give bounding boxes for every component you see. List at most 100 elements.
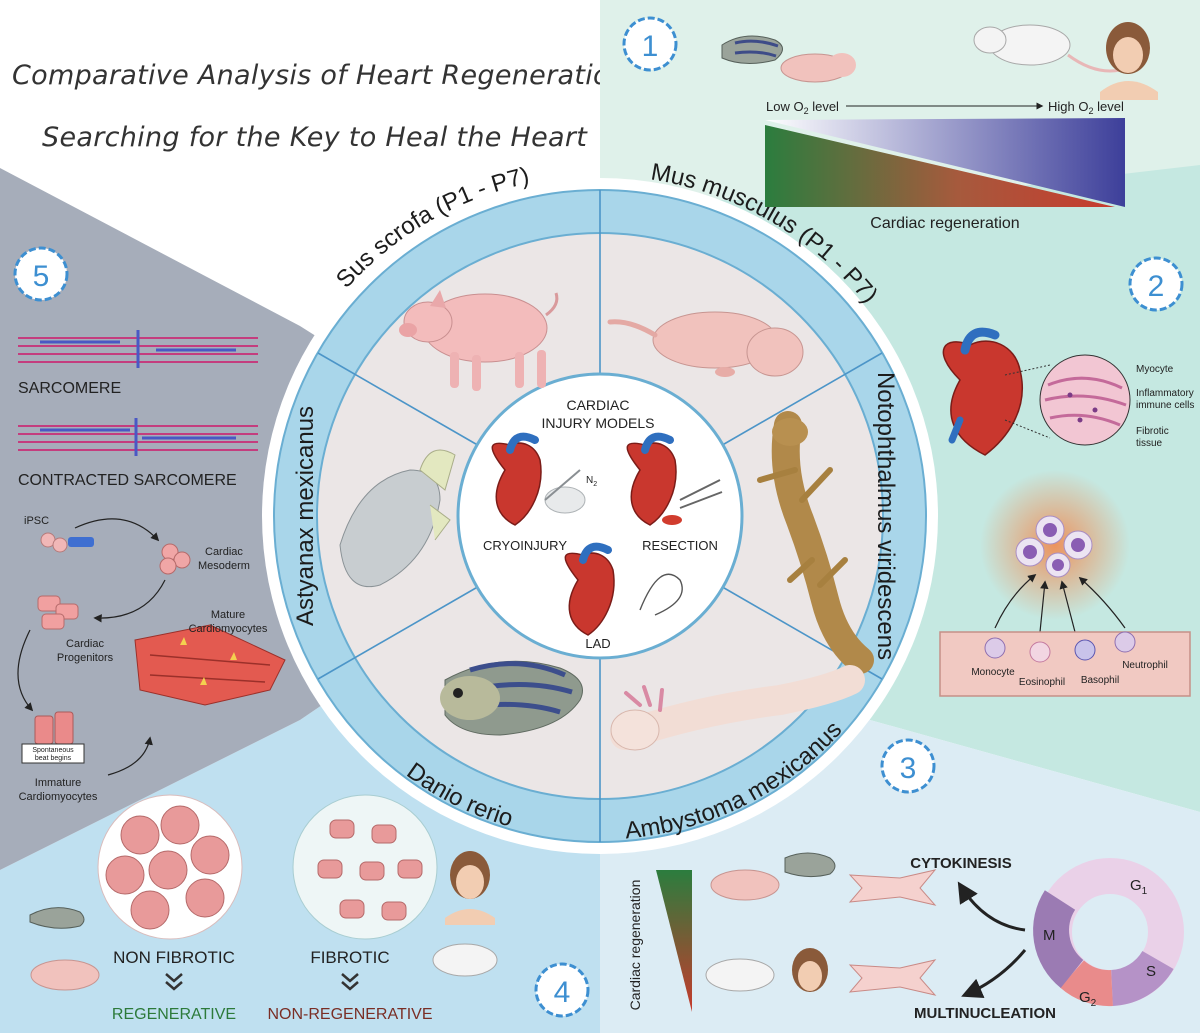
- label-immune-cells: immune cells: [1136, 400, 1194, 411]
- regeneration-vertical-triangle: [656, 870, 692, 1012]
- beat-begins-box: [21, 743, 85, 764]
- human-avatar-panel3: [792, 948, 828, 992]
- cardiac-regeneration-label-panel3: Cardiac regeneration: [627, 880, 643, 1011]
- immature-cardiomyocytes: [34, 711, 74, 745]
- species-label-notophthalmus: Notophthalmus viridescens: [872, 372, 899, 660]
- mature-cardiomyocytes: [134, 624, 286, 706]
- model-label-cryoinjury: CRYOINJURY: [483, 538, 567, 553]
- label-myocyte: Myocyte: [1136, 364, 1174, 375]
- mouse-pup-illustration: [607, 311, 804, 377]
- pig-illustration: [399, 290, 559, 391]
- mature-label-1: Mature: [211, 609, 245, 621]
- high-o2-label: High O2 level: [1048, 99, 1124, 116]
- cardiac-progenitors-label-1: Cardiac: [66, 638, 104, 650]
- model-label-lad: LAD: [585, 636, 610, 651]
- chevrons-right: [341, 973, 359, 991]
- cardiac-progenitors-label-2: Progenitors: [57, 652, 114, 664]
- ipsc-cells: [40, 532, 94, 553]
- svg-text:1: 1: [642, 30, 659, 63]
- model-label-resection: RESECTION: [642, 538, 718, 553]
- cardiac-mesoderm-label-1: Cardiac: [205, 546, 243, 558]
- immune-cell-cluster: [1015, 515, 1093, 578]
- beat-begins-label-1: Spontaneous: [32, 747, 74, 754]
- fibrotic-tissue: [292, 794, 438, 940]
- panel-number-badge-1: 1: [622, 16, 678, 72]
- o2-gradient-triangle: [765, 118, 1125, 207]
- label-neutrophil: Neutrophil: [1122, 660, 1168, 671]
- title-line-1: Comparative Analysis of Heart Regenerati…: [12, 60, 637, 91]
- panel1-animals: [721, 24, 1121, 83]
- label-fibrotic: Fibrotic: [1136, 426, 1169, 437]
- migration-arrows: [994, 573, 1126, 633]
- center-title-line-2: INJURY MODELS: [541, 415, 654, 431]
- cardiac-regeneration-label-panel1: Cardiac regeneration: [870, 215, 1019, 232]
- progenitor-to-immature-arrow: [17, 629, 34, 712]
- heart-icon-resection: [626, 432, 723, 526]
- phase-g1: G1: [1130, 877, 1148, 897]
- species-label-astyanax: Astyanax mexicanus: [292, 406, 319, 626]
- sarcomere-diagram: [18, 330, 258, 368]
- blood-vessel: [939, 631, 1191, 697]
- cardiomyocyte-multinucleation: [848, 959, 937, 996]
- title-line-2: Searching for the Key to Heal the Heart: [42, 122, 588, 153]
- phase-m: M: [1043, 927, 1056, 944]
- panel3-animals: [705, 852, 836, 992]
- phase-g2: G2: [1079, 989, 1097, 1009]
- human-avatar-panel4: [445, 851, 495, 925]
- heart-icon-cryoinjury: [491, 432, 586, 526]
- cytokinesis-label: CYTOKINESIS: [910, 855, 1011, 872]
- cardiac-mesoderm-cells: [159, 543, 191, 575]
- multinucleation-arrow: [961, 949, 1027, 999]
- zoom-line-2: [1004, 419, 1051, 439]
- ipsc-label: iPSC: [24, 515, 49, 527]
- label-basophil: Basophil: [1081, 675, 1119, 686]
- non-fibrotic-tissue: [97, 794, 243, 940]
- panel4-animals: [29, 907, 498, 991]
- newt-illustration: [757, 411, 874, 674]
- panel-number-badge-2: 2: [1128, 256, 1184, 312]
- immature-label-1: Immature: [35, 777, 81, 789]
- mesoderm-to-progenitor-arrow: [93, 579, 166, 623]
- human-avatar-panel1: [1100, 22, 1158, 100]
- svg-text:3: 3: [900, 752, 917, 785]
- label-tissue: tissue: [1136, 438, 1163, 449]
- sarcomere-label: SARCOMERE: [18, 380, 121, 397]
- chevrons-left: [165, 973, 183, 991]
- label-inflammatory: Inflammatory: [1136, 388, 1194, 399]
- fibrotic-label: FIBROTIC: [310, 948, 389, 967]
- immature-label-2: Cardiomyocytes: [19, 791, 98, 803]
- cardiomyocyte-cytokinesis: [848, 869, 937, 906]
- svg-text:2: 2: [1148, 270, 1165, 303]
- inflammation-glow: [980, 470, 1130, 620]
- cardiac-mesoderm-label-2: Mesoderm: [198, 560, 250, 572]
- cardiac-progenitor-cells: [37, 595, 79, 630]
- cavefish-illustration: [339, 449, 456, 587]
- center-title-line-1: CARDIAC: [566, 397, 629, 413]
- n2-label: N2: [586, 475, 597, 488]
- ipsc-to-mesoderm-arrow: [74, 518, 160, 542]
- circulating-cells: [984, 631, 1136, 663]
- panel-number-badge-4: 4: [534, 962, 590, 1018]
- low-o2-label: Low O2 level: [766, 99, 839, 116]
- contracted-sarcomere-label: CONTRACTED SARCOMERE: [18, 472, 237, 489]
- regenerative-label: REGENERATIVE: [112, 1006, 236, 1023]
- axolotl-illustration: [610, 665, 865, 751]
- zebrafish-illustration: [440, 660, 583, 736]
- multinucleation-label: MULTINUCLEATION: [914, 1005, 1056, 1022]
- label-eosinophil: Eosinophil: [1019, 677, 1065, 688]
- panel-number-badge-5: 5: [13, 246, 69, 302]
- label-monocyte: Monocyte: [971, 667, 1015, 678]
- panel-number-badge-3: 3: [880, 738, 936, 794]
- non-regenerative-label: NON-REGENERATIVE: [267, 1006, 432, 1023]
- contracted-sarcomere-diagram: [18, 418, 258, 456]
- regeneration-gradient-triangle: [765, 125, 1115, 207]
- svg-text:4: 4: [554, 976, 571, 1009]
- mature-label-2: Cardiomyocytes: [189, 623, 268, 635]
- non-fibrotic-label: NON FIBROTIC: [113, 948, 235, 967]
- svg-text:5: 5: [33, 260, 50, 293]
- heart-icon-lad: [564, 542, 683, 636]
- beat-begins-label-2: beat begins: [35, 755, 72, 762]
- histology-zoom-circle: [1039, 354, 1131, 446]
- immature-to-mature-arrow: [107, 736, 153, 776]
